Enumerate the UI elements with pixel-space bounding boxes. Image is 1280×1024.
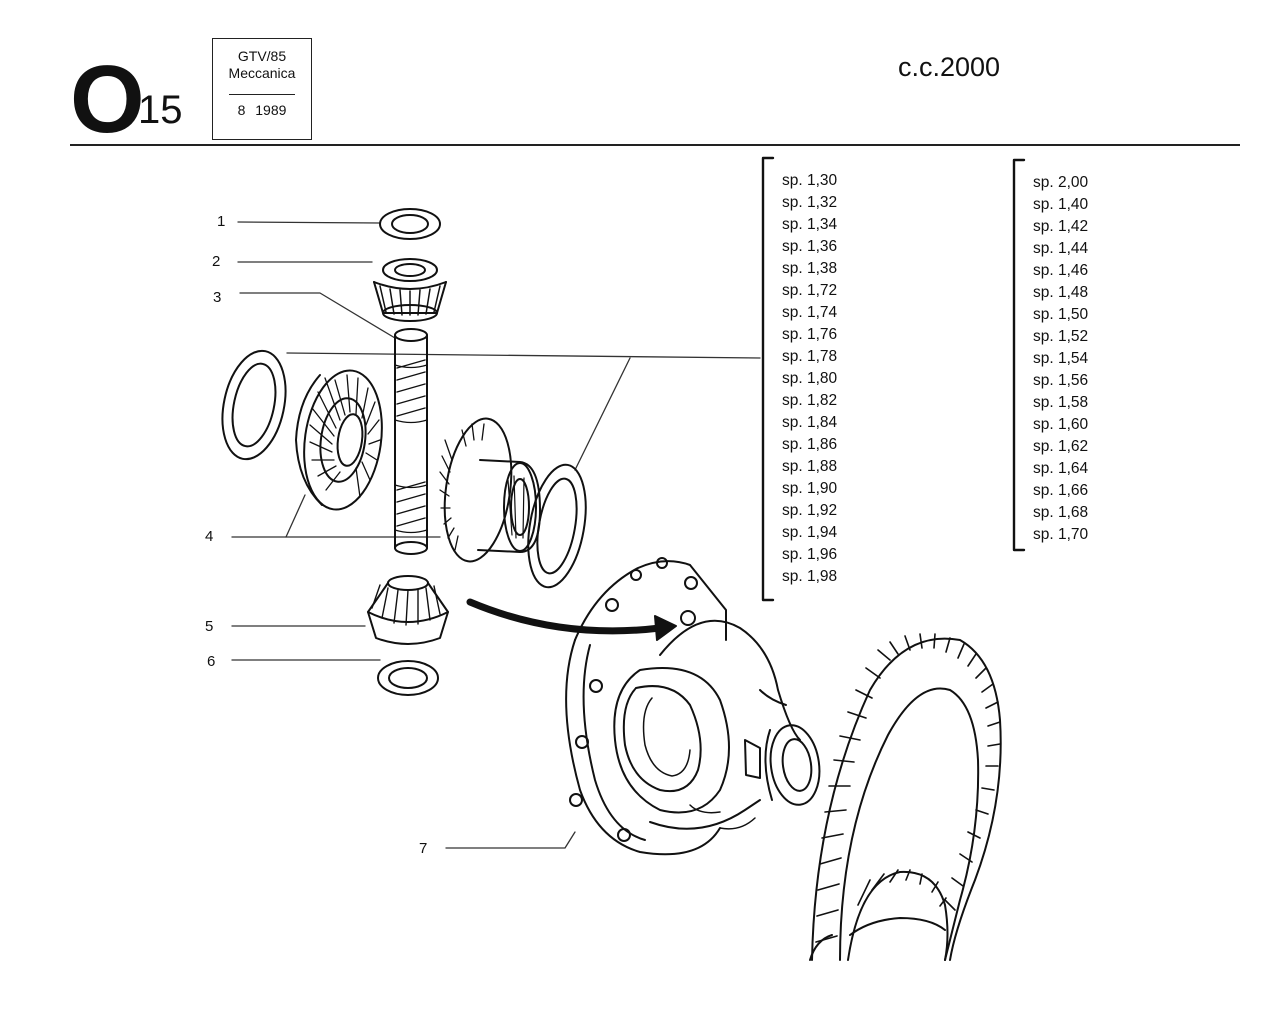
shim-bracket-left (761, 156, 775, 602)
shim-thickness-item: sp. 1,32 (782, 194, 838, 211)
shim-thickness-item: sp. 1,92 (782, 502, 838, 519)
part-2-planet-gear (373, 258, 447, 322)
shim-thickness-item: sp. 1,58 (1033, 394, 1089, 411)
shim-thickness-item: sp. 1,98 (782, 568, 838, 585)
shim-thickness-item: sp. 1,40 (1033, 196, 1089, 213)
part-6-thrust-washer (377, 660, 439, 696)
shim-thickness-item: sp. 1,30 (782, 172, 838, 189)
shim-thickness-item: sp. 1,54 (1033, 350, 1089, 367)
callout-4: 4 (205, 528, 214, 545)
callout-6: 6 (207, 653, 216, 670)
model-code: GTV/85 (237, 48, 287, 64)
drive-pinion (809, 869, 949, 961)
header-divider (70, 144, 1240, 146)
leader-line-4b (285, 494, 306, 538)
shim-thickness-item: sp. 1,82 (782, 392, 838, 409)
shim-thickness-item: sp. 1,78 (782, 348, 838, 365)
shim-thickness-item: sp. 1,60 (1033, 416, 1089, 433)
shim-thickness-item: sp. 1,42 (1033, 218, 1089, 235)
shim-list-left: sp. 1,30 sp. 1,32 sp. 1,34 sp. 1,36 sp. 1,38… (782, 170, 837, 588)
shim-thickness-item: sp. 1,80 (782, 370, 838, 387)
shim-thickness-item: sp. 1,72 (782, 282, 838, 299)
shim-thickness-item: sp. 1,46 (1033, 262, 1089, 279)
shim-thickness-item: sp. 1,36 (782, 238, 838, 255)
side-gear-left (295, 369, 383, 511)
section-number: 15 (138, 88, 183, 132)
callout-3: 3 (213, 289, 222, 306)
callout-2: 2 (212, 253, 221, 270)
part-3-planet-pin (394, 328, 428, 555)
shim-thickness-item: sp. 1,64 (1033, 460, 1089, 477)
box-divider (229, 94, 295, 95)
side-gear-right (439, 417, 541, 563)
shim-thickness-item: sp. 1,68 (1033, 504, 1089, 521)
leader-lines (231, 221, 761, 849)
shim-bracket-right (1012, 158, 1026, 552)
category-label: Meccanica (228, 65, 296, 81)
assembly-arrow-icon (466, 598, 677, 641)
side-shim-left (221, 349, 287, 461)
shim-thickness-item: sp. 1,34 (782, 216, 838, 233)
model-info-box: GTV/85 Meccanica 8 1989 (212, 38, 312, 140)
shim-thickness-item: sp. 1,66 (1033, 482, 1089, 499)
section-letter: O (70, 46, 145, 153)
shim-thickness-item: sp. 1,88 (782, 458, 838, 475)
shim-thickness-item: sp. 1,56 (1033, 372, 1089, 389)
shim-thickness-item: sp. 1,74 (782, 304, 838, 321)
shim-thickness-item: sp. 1,62 (1033, 438, 1089, 455)
crown-wheel (811, 633, 1002, 961)
shim-thickness-item: sp. 1,70 (1033, 526, 1089, 543)
shim-thickness-item: sp. 1,76 (782, 326, 838, 343)
callout-7: 7 (419, 840, 428, 857)
shim-list-right: sp. 2,00 sp. 1,40 sp. 1,42 sp. 1,44 sp. 1,46… (1033, 172, 1088, 546)
callout-5: 5 (205, 618, 214, 635)
leader-line-shims-b (574, 357, 631, 471)
issue-date: 8 1989 (237, 102, 287, 118)
engine-capacity: c.c.2000 (898, 52, 1001, 82)
shim-thickness-item: sp. 1,44 (1033, 240, 1089, 257)
shim-brackets (761, 156, 1026, 602)
shim-thickness-item: sp. 1,84 (782, 414, 838, 431)
shim-thickness-item: sp. 2,00 (1033, 174, 1089, 191)
shim-thickness-item: sp. 1,38 (782, 260, 838, 277)
leader-line-3 (239, 292, 396, 339)
part-5-planet-gear (367, 575, 449, 645)
leader-line-1 (237, 221, 381, 224)
shim-thickness-item: sp. 1,96 (782, 546, 838, 563)
leader-line-7 (445, 831, 576, 849)
shim-thickness-item: sp. 1,86 (782, 436, 838, 453)
leader-line-shims (286, 352, 761, 359)
shim-thickness-item: sp. 1,94 (782, 524, 838, 541)
callout-1: 1 (217, 213, 226, 230)
shim-thickness-item: sp. 1,48 (1033, 284, 1089, 301)
part-7-differential-case (565, 557, 821, 856)
shim-thickness-item: sp. 1,90 (782, 480, 838, 497)
shim-thickness-item: sp. 1,50 (1033, 306, 1089, 323)
part-1-thrust-washer (379, 208, 441, 240)
side-shim-right (527, 463, 587, 589)
shim-thickness-item: sp. 1,52 (1033, 328, 1089, 345)
